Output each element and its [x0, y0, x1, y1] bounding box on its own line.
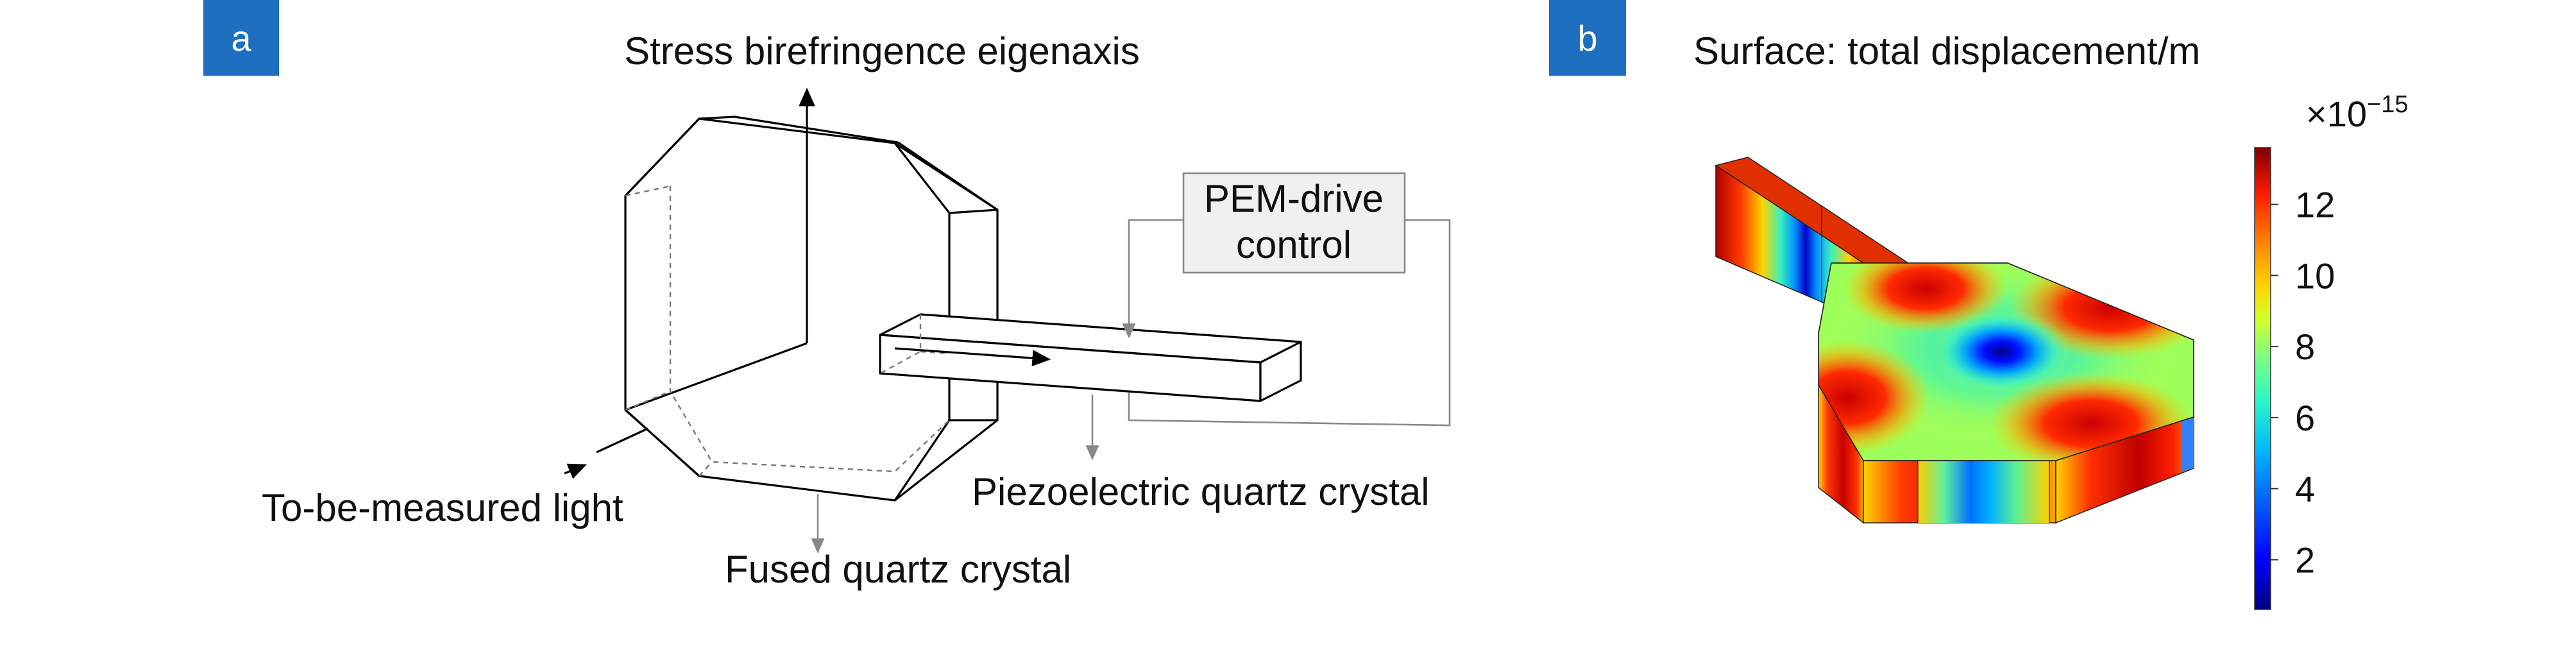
fused-label: Fused quartz crystal: [725, 548, 1071, 591]
colorbar-tick-label: 10: [2295, 255, 2335, 296]
surface-plot-title: Surface: total displacement/m: [1693, 30, 2200, 72]
piezoelectric-quartz-bar: [879, 313, 1302, 402]
colorbar-tick-label: 4: [2295, 469, 2315, 509]
colorbar-tick-label: 6: [2295, 398, 2315, 438]
panel-a-diagram: Stress birefringence eigenaxis To-be-mea…: [262, 30, 1451, 591]
pem-drive-control-box: [1182, 172, 1406, 274]
fused-quartz-crystal: [624, 115, 999, 502]
displacement-colorbar: ×10−15 2 4 6 8 10 12: [2254, 91, 2408, 610]
light-path-arrow: [894, 347, 1051, 366]
colorbar-gradient: [2254, 147, 2271, 610]
pem-connection-wires: [1122, 219, 1451, 427]
panel-a-badge: a: [203, 0, 279, 76]
fem-plate-sides: [1818, 383, 2194, 524]
colorbar-tick-label: 2: [2295, 540, 2315, 580]
incoming-light-arrow: [564, 427, 648, 479]
panel-b-badge: b: [1549, 0, 1626, 76]
panel-b-simulation: Surface: total displacement/m: [1693, 30, 2408, 610]
light-label: To-be-measured light: [262, 486, 623, 529]
colorbar-tick-label: 12: [2295, 185, 2335, 225]
colorbar-ticks: 2 4 6 8 10 12: [2271, 185, 2335, 580]
crystal-back-face: [624, 117, 999, 502]
crystal-hidden-edges: [669, 186, 950, 473]
colorbar-tick-label: 8: [2295, 327, 2315, 367]
colorbar-multiplier: ×10−15: [2306, 91, 2408, 134]
pem-label-line2: control: [1236, 223, 1352, 266]
eigenaxis-label: Stress birefringence eigenaxis: [624, 30, 1140, 72]
pem-label-line1: PEM-drive: [1204, 177, 1384, 220]
piezo-label: Piezoelectric quartz crystal: [972, 470, 1430, 513]
